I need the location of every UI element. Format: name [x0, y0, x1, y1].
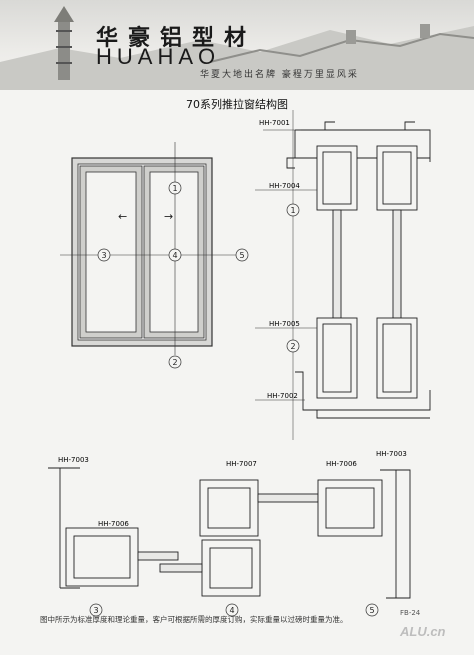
svg-text:5: 5	[369, 606, 374, 615]
section-marker-1: 1	[286, 203, 300, 217]
arrow-right-icon: →	[164, 210, 173, 223]
page-number: FB-24	[400, 609, 421, 617]
hsection-marker-3: 3	[89, 603, 103, 617]
glass-right	[392, 209, 402, 319]
brand-english-name: HUAHAO	[96, 44, 221, 69]
label-hh-7006-left: HH-7006	[98, 520, 129, 528]
svg-text:3: 3	[101, 251, 106, 260]
svg-text:3: 3	[93, 606, 98, 615]
svg-text:2: 2	[172, 358, 177, 367]
window-elevation-drawing: 1 3 4 5 2 ← →	[60, 142, 249, 369]
svg-text:4: 4	[229, 606, 234, 615]
label-hh-7007: HH-7007	[226, 460, 257, 468]
label-hh-7002: HH-7002	[267, 392, 298, 400]
hsection-marker-4: 4	[225, 603, 239, 617]
brand-slogan: 华夏大地出名牌 豪程万里显风采	[200, 70, 359, 80]
marker-4: 4	[168, 248, 182, 262]
svg-text:5: 5	[239, 251, 244, 260]
label-hh-7003-right: HH-7003	[376, 450, 407, 458]
section-marker-2: 2	[286, 339, 300, 353]
label-hh-7005: HH-7005	[269, 320, 300, 328]
svg-text:2: 2	[290, 342, 295, 351]
svg-text:1: 1	[290, 206, 295, 215]
site-watermark: ALU.cn	[400, 624, 446, 639]
marker-5: 5	[235, 248, 249, 262]
great-wall-illustration	[0, 6, 474, 90]
vertical-section-drawing: HH-7001 HH-7004 HH-7005 HH-7002 1 2	[255, 110, 431, 440]
footnote: 图中所示为标准厚度和理论重量，客户可根据所需的厚度订购，实际重量以过磅时重量为准…	[40, 615, 348, 624]
marker-1: 1	[168, 181, 182, 195]
hsection-marker-5: 5	[365, 603, 379, 617]
svg-text:1: 1	[172, 184, 177, 193]
label-hh-7001: HH-7001	[259, 119, 290, 127]
header-banner: 华豪铝型材 HUAHAO 华夏大地出名牌 豪程万里显风采	[0, 0, 474, 90]
label-hh-7006-right: HH-7006	[326, 460, 357, 468]
marker-3: 3	[97, 248, 111, 262]
label-hh-7004: HH-7004	[269, 182, 300, 190]
svg-text:4: 4	[172, 251, 177, 260]
page-title: 70系列推拉窗结构图	[186, 98, 288, 111]
brand-chinese-name: 华豪铝型材	[96, 25, 257, 51]
glass-left	[332, 209, 342, 319]
marker-2: 2	[168, 355, 182, 369]
label-hh-7003-left: HH-7003	[58, 456, 89, 464]
horizontal-section-drawing: HH-7003 HH-7006 HH-7007 HH-7006 HH-7003 …	[48, 450, 411, 617]
arrow-left-icon: ←	[118, 210, 127, 223]
